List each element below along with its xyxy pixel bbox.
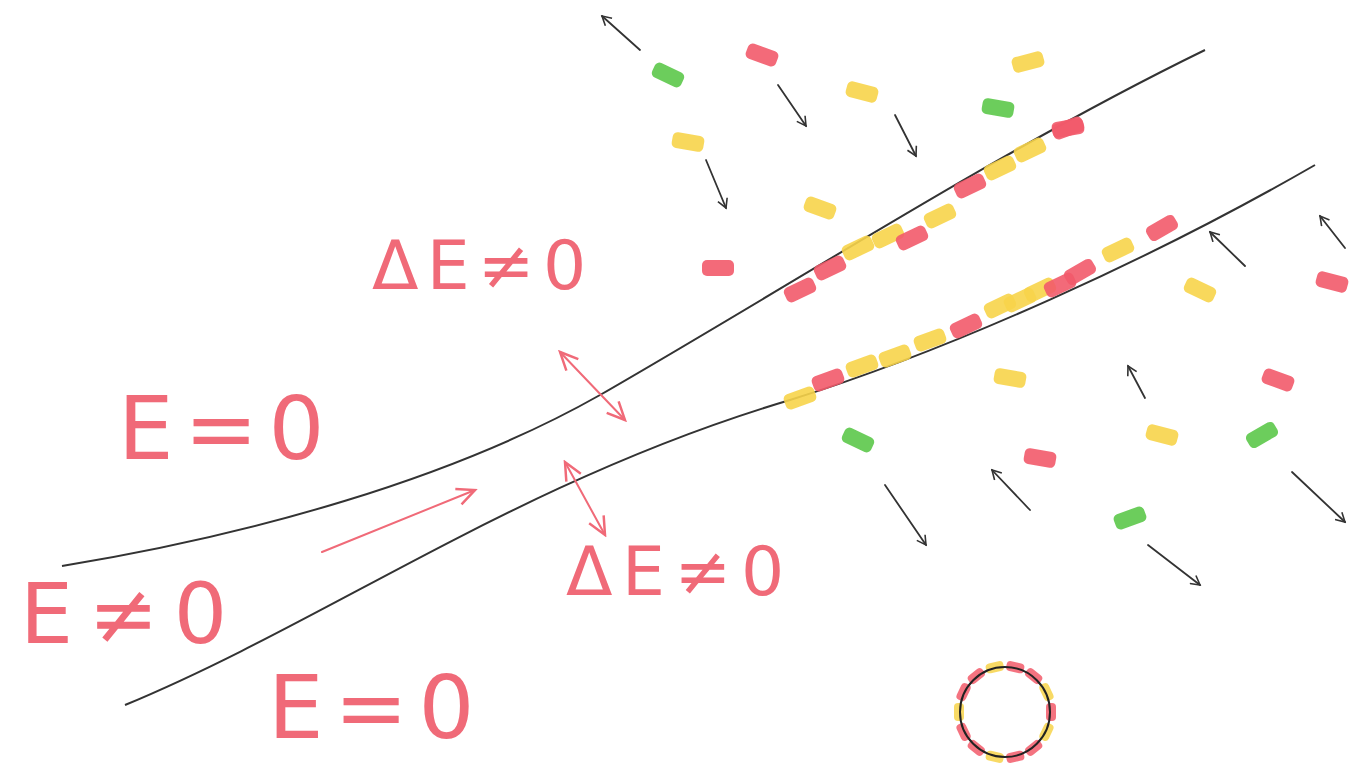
particle-dash [702,260,734,276]
particle-dash [1260,367,1296,393]
particle-dash [810,367,846,393]
particle-dash [802,195,838,221]
particle-dash [844,353,880,379]
particle-dash [1050,115,1086,141]
motion-arrow [895,115,916,156]
motion-arrow [1292,472,1345,522]
particle-dash [948,312,984,340]
flow-arrow [322,490,475,552]
particle-dash [844,80,879,104]
motion-arrow [1148,545,1200,585]
motion-arrow [778,85,806,126]
particle-dash [782,385,818,411]
double-arrow [565,462,605,535]
energy-label: E=0 [268,664,485,752]
particle-dash [1144,423,1179,447]
fluctuation-arrows [322,352,625,552]
motion-arrow [885,485,926,545]
particle-dash [671,131,705,152]
motion-arrow [1210,232,1245,266]
motion-arrow [1320,216,1345,248]
motion-arrow [992,470,1030,510]
particle-dash [782,276,818,304]
particles [650,42,1349,531]
tube-walls [62,50,1315,705]
particle-dash [922,202,958,230]
particle-dash [982,154,1018,182]
particle-dash [744,42,780,68]
particle-dash [912,327,948,353]
particle-dash [812,254,848,282]
particle-dash [1314,270,1349,294]
particle-dash [1144,213,1180,243]
energy-label: E=0 [118,385,335,473]
particle-dash [1042,271,1078,299]
particle-dash [1112,505,1148,531]
motion-arrows [602,16,1345,585]
particle-dash [894,224,930,252]
particle-dash [840,426,876,454]
loop-circle [960,667,1050,757]
particle-dash [1023,447,1057,468]
particle-dash [952,172,988,200]
energy-label: E≠0 [20,572,242,656]
particle-dash [1100,236,1136,264]
motion-arrow [602,16,640,50]
energy-label: ΔE≠0 [372,232,594,300]
particle-dash [1010,50,1045,74]
particle-dash [1244,420,1280,450]
particle-dash [840,234,876,262]
particle-dash [1002,286,1038,314]
particle-dash [1012,136,1048,164]
energy-label: ΔE≠0 [566,538,794,606]
particle-dash [877,343,913,369]
motion-arrow [1128,366,1145,398]
particle-dash [993,367,1027,388]
double-arrow [560,352,625,420]
particle-dash [1182,276,1218,304]
particle-dash [650,61,686,89]
particle-dash [981,97,1015,118]
particle-loop [954,660,1056,763]
motion-arrow [706,160,726,208]
